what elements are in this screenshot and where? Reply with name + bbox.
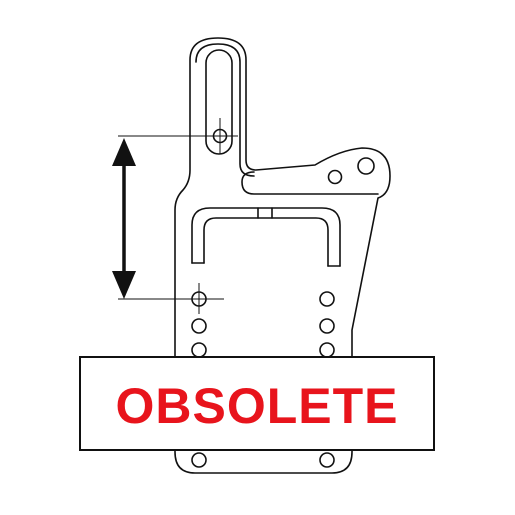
obsolete-label: OBSOLETE (115, 377, 399, 434)
top-slot (205, 49, 233, 155)
right-hole-2 (319, 318, 335, 334)
right-hole-4 (319, 452, 335, 468)
tab-hole-2 (357, 157, 375, 175)
left-hole-3 (191, 342, 207, 358)
obsolete-stamp: OBSOLETE (79, 356, 435, 451)
bracket-outline-inner (195, 43, 255, 177)
tab-hole-1 (327, 169, 343, 185)
right-hole-3 (319, 342, 335, 358)
u-rod-inner (203, 217, 329, 267)
left-hole-4 (191, 452, 207, 468)
u-rod-outer (191, 207, 341, 267)
left-hole-2 (191, 318, 207, 334)
tab-cutout (241, 171, 379, 195)
bracket-outline (174, 37, 391, 474)
dimension-arrow (112, 138, 136, 299)
right-hole-1 (319, 291, 335, 307)
